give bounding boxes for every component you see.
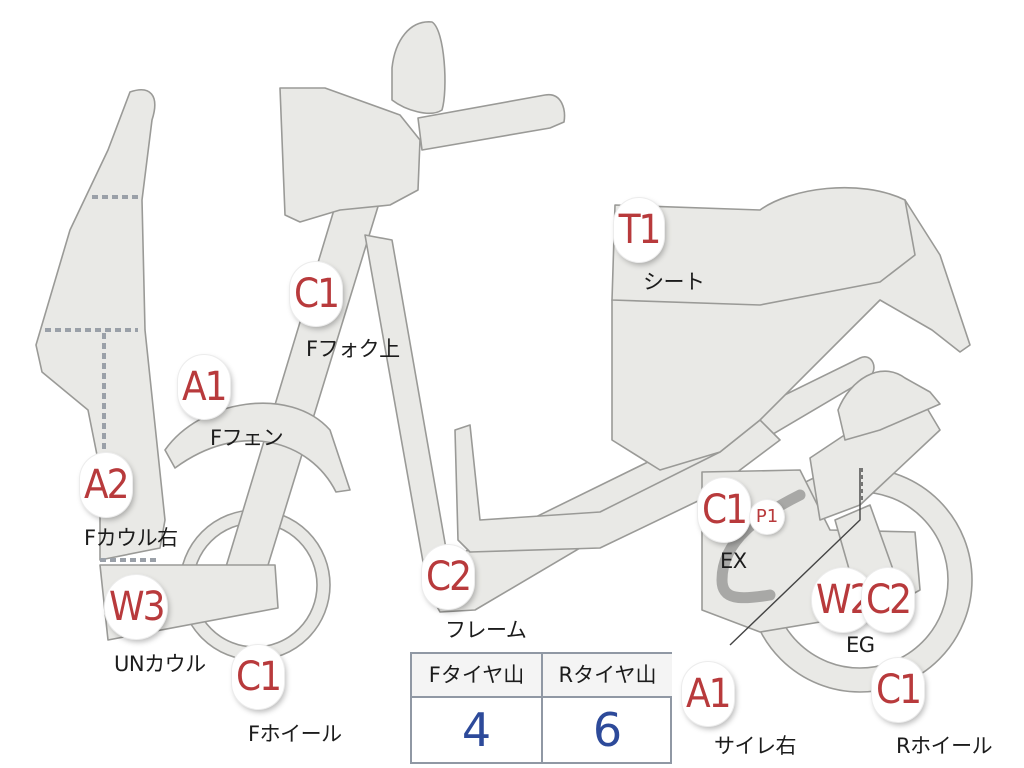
badge-seat: T1 (614, 198, 664, 262)
badge-f-fork-upper: C1 (290, 262, 343, 326)
badge-un-cowl: W3 (105, 575, 168, 639)
value-front-tire-tread: 4 (461, 703, 492, 757)
label-seat: シート (643, 270, 705, 294)
mirror (391, 21, 446, 115)
main-frame (364, 234, 875, 613)
badge-frame: C2 (422, 545, 475, 609)
badge-engine-c: C2 (862, 568, 915, 632)
label-f-wheel: Fホイール (248, 722, 342, 746)
label-un-cowl: UNカウル (114, 652, 206, 676)
cowl-section-lines (45, 195, 160, 562)
label-r-wheel: Rホイール (896, 734, 993, 758)
shock-top (837, 370, 941, 441)
label-frame: フレーム (445, 618, 527, 642)
label-engine: EG (846, 633, 875, 657)
badge-exhaust-p: P1 (750, 500, 784, 534)
header-rear-tire-tread: Rタイヤ山 (543, 654, 672, 696)
header-front-tire-tread: Fタイヤ山 (412, 654, 541, 696)
label-muffler-right: サイレ右 (714, 734, 797, 758)
badge-f-wheel: C1 (232, 645, 285, 709)
label-f-fork-upper: Fフォク上 (306, 337, 400, 361)
front-cowl (35, 89, 166, 561)
leader-lines (729, 468, 863, 646)
badge-r-wheel: C1 (872, 658, 925, 722)
table-divider-v (541, 654, 543, 762)
label-exhaust: EX (720, 549, 747, 573)
front-fork (224, 189, 381, 576)
label-f-cowl-right: Fカウル右 (84, 526, 178, 550)
tire-tread-table: Fタイヤ山 Rタイヤ山 4 6 (410, 652, 672, 764)
badge-f-fender: A1 (178, 355, 230, 419)
floor-panel (454, 419, 781, 553)
value-rear-tire-tread: 6 (592, 703, 623, 757)
handlebar (417, 94, 566, 151)
headlight (279, 87, 421, 223)
badge-exhaust: C1 (698, 478, 751, 542)
badge-f-cowl-right: A2 (80, 453, 132, 517)
seat-shape (611, 186, 916, 306)
badge-muffler-right: A1 (682, 662, 734, 726)
label-f-fender: Fフェン (210, 426, 284, 450)
